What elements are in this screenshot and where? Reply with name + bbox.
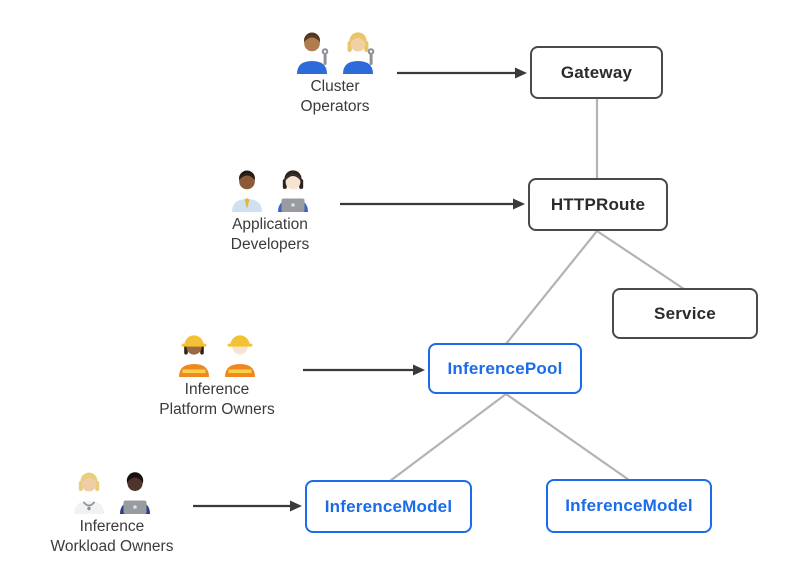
actor-application-developers-label: Application Developers: [230, 216, 310, 253]
node-inferencemodel-right: InferenceModel: [546, 479, 712, 533]
node-gateway: Gateway: [530, 46, 663, 99]
man-technologist-icon: [120, 472, 150, 514]
actor-application-developers: Application Developers: [185, 166, 355, 255]
actor-inference-workload-owners: Inference Workload Owners: [27, 468, 197, 557]
actor-inference-platform-owners: Inference Platform Owners: [132, 331, 302, 420]
edge-inferencepool-inferencemodel-right: [505, 393, 630, 481]
woman-mechanic-icon: [343, 32, 375, 74]
node-service: Service: [612, 288, 758, 339]
health-worker-icon: [74, 472, 104, 514]
edge-inferencepool-inferencemodel-left: [389, 393, 507, 482]
edge-httproute-inferencepool: [505, 230, 598, 345]
man-construction-worker-icon: [225, 335, 255, 377]
node-inferencemodel-left: InferenceModel: [305, 480, 472, 533]
actor-inference-workload-owners-label: Inference Workload Owners: [50, 518, 174, 555]
woman-technologist-icon: [278, 170, 308, 212]
node-httproute: HTTPRoute: [528, 178, 668, 231]
actor-inference-workload-owners-icons: [69, 468, 155, 514]
node-inferencepool: InferencePool: [428, 343, 582, 394]
actor-cluster-operators: Cluster Operators: [250, 28, 420, 117]
actor-inference-platform-owners-icons: [174, 331, 260, 377]
man-office-worker-icon: [232, 170, 262, 212]
actor-inference-platform-owners-label: Inference Platform Owners: [159, 381, 275, 418]
actor-cluster-operators-icons: [292, 28, 378, 74]
edge-httproute-service: [596, 230, 685, 290]
man-mechanic-icon: [297, 32, 329, 74]
actor-application-developers-icons: [227, 166, 313, 212]
woman-construction-worker-icon: [179, 335, 209, 377]
actor-cluster-operators-label: Cluster Operators: [300, 78, 370, 115]
